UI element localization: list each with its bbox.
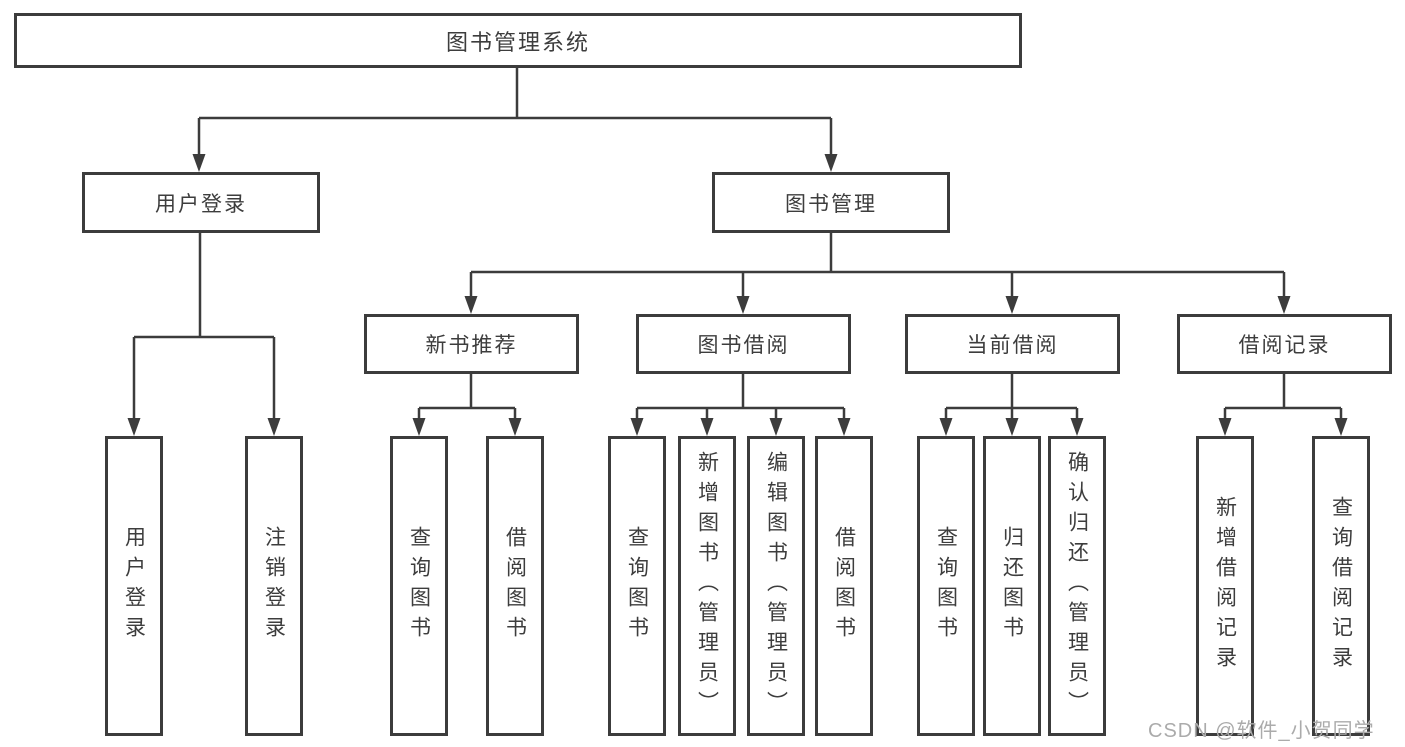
leaf-logout: 注销登录 bbox=[245, 436, 303, 736]
node-book-management-label: 图书管理 bbox=[785, 192, 877, 216]
arrowhead-icon bbox=[736, 296, 750, 314]
arrowhead-icon bbox=[824, 154, 838, 172]
node-new-book-recommend-label: 新书推荐 bbox=[425, 334, 518, 357]
leaf-borrow-query-book: 查询图书 bbox=[608, 436, 666, 736]
leaf-add-borrow-record-label: 新增借阅记录 bbox=[1213, 496, 1237, 676]
arrowhead-icon bbox=[1070, 418, 1084, 436]
connector-book-borrow bbox=[635, 374, 846, 420]
arrowhead-icon bbox=[127, 418, 141, 436]
connector-book-management bbox=[469, 233, 1286, 298]
node-book-borrow-label: 图书借阅 bbox=[697, 334, 790, 357]
leaf-edit-book-admin: 编辑图书（管理员） bbox=[747, 436, 805, 736]
node-borrow-records-label: 借阅记录 bbox=[1238, 334, 1331, 357]
node-user-login: 用户登录 bbox=[82, 172, 320, 233]
arrowhead-icon bbox=[837, 418, 851, 436]
leaf-add-book-admin-label: 新增图书（管理员） bbox=[695, 451, 719, 721]
leaf-borrow-query-book-label: 查询图书 bbox=[625, 526, 649, 646]
connector-user-login bbox=[132, 233, 276, 420]
connector-current-borrow bbox=[944, 374, 1079, 420]
arrowhead-icon bbox=[630, 418, 644, 436]
node-book-management: 图书管理 bbox=[712, 172, 950, 233]
leaf-logout-label: 注销登录 bbox=[262, 526, 286, 646]
csdn-watermark: CSDN @软件_小贺同学 bbox=[1148, 720, 1375, 742]
leaf-newbook-borrow-book-label: 借阅图书 bbox=[503, 526, 527, 646]
connector-new-book bbox=[417, 374, 517, 420]
node-book-borrow: 图书借阅 bbox=[636, 314, 851, 374]
leaf-newbook-query-book-label: 查询图书 bbox=[407, 526, 431, 646]
arrowhead-icon bbox=[1005, 418, 1019, 436]
leaf-current-query-book-label: 查询图书 bbox=[934, 526, 958, 646]
leaf-borrow-book-label: 借阅图书 bbox=[832, 526, 856, 646]
leaf-add-borrow-record: 新增借阅记录 bbox=[1196, 436, 1254, 736]
leaf-return-book-label: 归还图书 bbox=[1000, 526, 1024, 646]
arrowhead-icon bbox=[1277, 296, 1291, 314]
leaf-edit-book-admin-label: 编辑图书（管理员） bbox=[764, 451, 788, 721]
leaf-confirm-return-admin: 确认归还（管理员） bbox=[1048, 436, 1106, 736]
node-library-system: 图书管理系统 bbox=[14, 13, 1022, 68]
arrowhead-icon bbox=[1334, 418, 1348, 436]
arrowhead-icon bbox=[508, 418, 522, 436]
arrowhead-icon bbox=[464, 296, 478, 314]
arrowhead-icon bbox=[1005, 296, 1019, 314]
node-user-login-label: 用户登录 bbox=[155, 192, 247, 216]
leaf-newbook-query-book: 查询图书 bbox=[390, 436, 448, 736]
arrowhead-icon bbox=[769, 418, 783, 436]
arrowhead-icon bbox=[1218, 418, 1232, 436]
leaf-borrow-book: 借阅图书 bbox=[815, 436, 873, 736]
arrowhead-icon bbox=[939, 418, 953, 436]
connector-root bbox=[197, 68, 833, 156]
leaf-query-borrow-record: 查询借阅记录 bbox=[1312, 436, 1370, 736]
node-current-borrow-label: 当前借阅 bbox=[966, 334, 1059, 357]
leaf-current-query-book: 查询图书 bbox=[917, 436, 975, 736]
node-current-borrow: 当前借阅 bbox=[905, 314, 1120, 374]
leaf-return-book: 归还图书 bbox=[983, 436, 1041, 736]
arrowhead-icon bbox=[412, 418, 426, 436]
node-library-system-label: 图书管理系统 bbox=[445, 29, 590, 55]
node-borrow-records: 借阅记录 bbox=[1177, 314, 1392, 374]
leaf-newbook-borrow-book: 借阅图书 bbox=[486, 436, 544, 736]
leaf-user-login: 用户登录 bbox=[105, 436, 163, 736]
leaf-add-book-admin: 新增图书（管理员） bbox=[678, 436, 736, 736]
arrowhead-icon bbox=[700, 418, 714, 436]
arrowhead-icon bbox=[267, 418, 281, 436]
leaf-user-login-label: 用户登录 bbox=[122, 526, 146, 646]
node-new-book-recommend: 新书推荐 bbox=[364, 314, 579, 374]
leaf-query-borrow-record-label: 查询借阅记录 bbox=[1329, 496, 1353, 676]
arrowhead-icon bbox=[192, 154, 206, 172]
connector-borrow-records bbox=[1223, 374, 1343, 420]
leaf-confirm-return-admin-label: 确认归还（管理员） bbox=[1065, 451, 1089, 721]
